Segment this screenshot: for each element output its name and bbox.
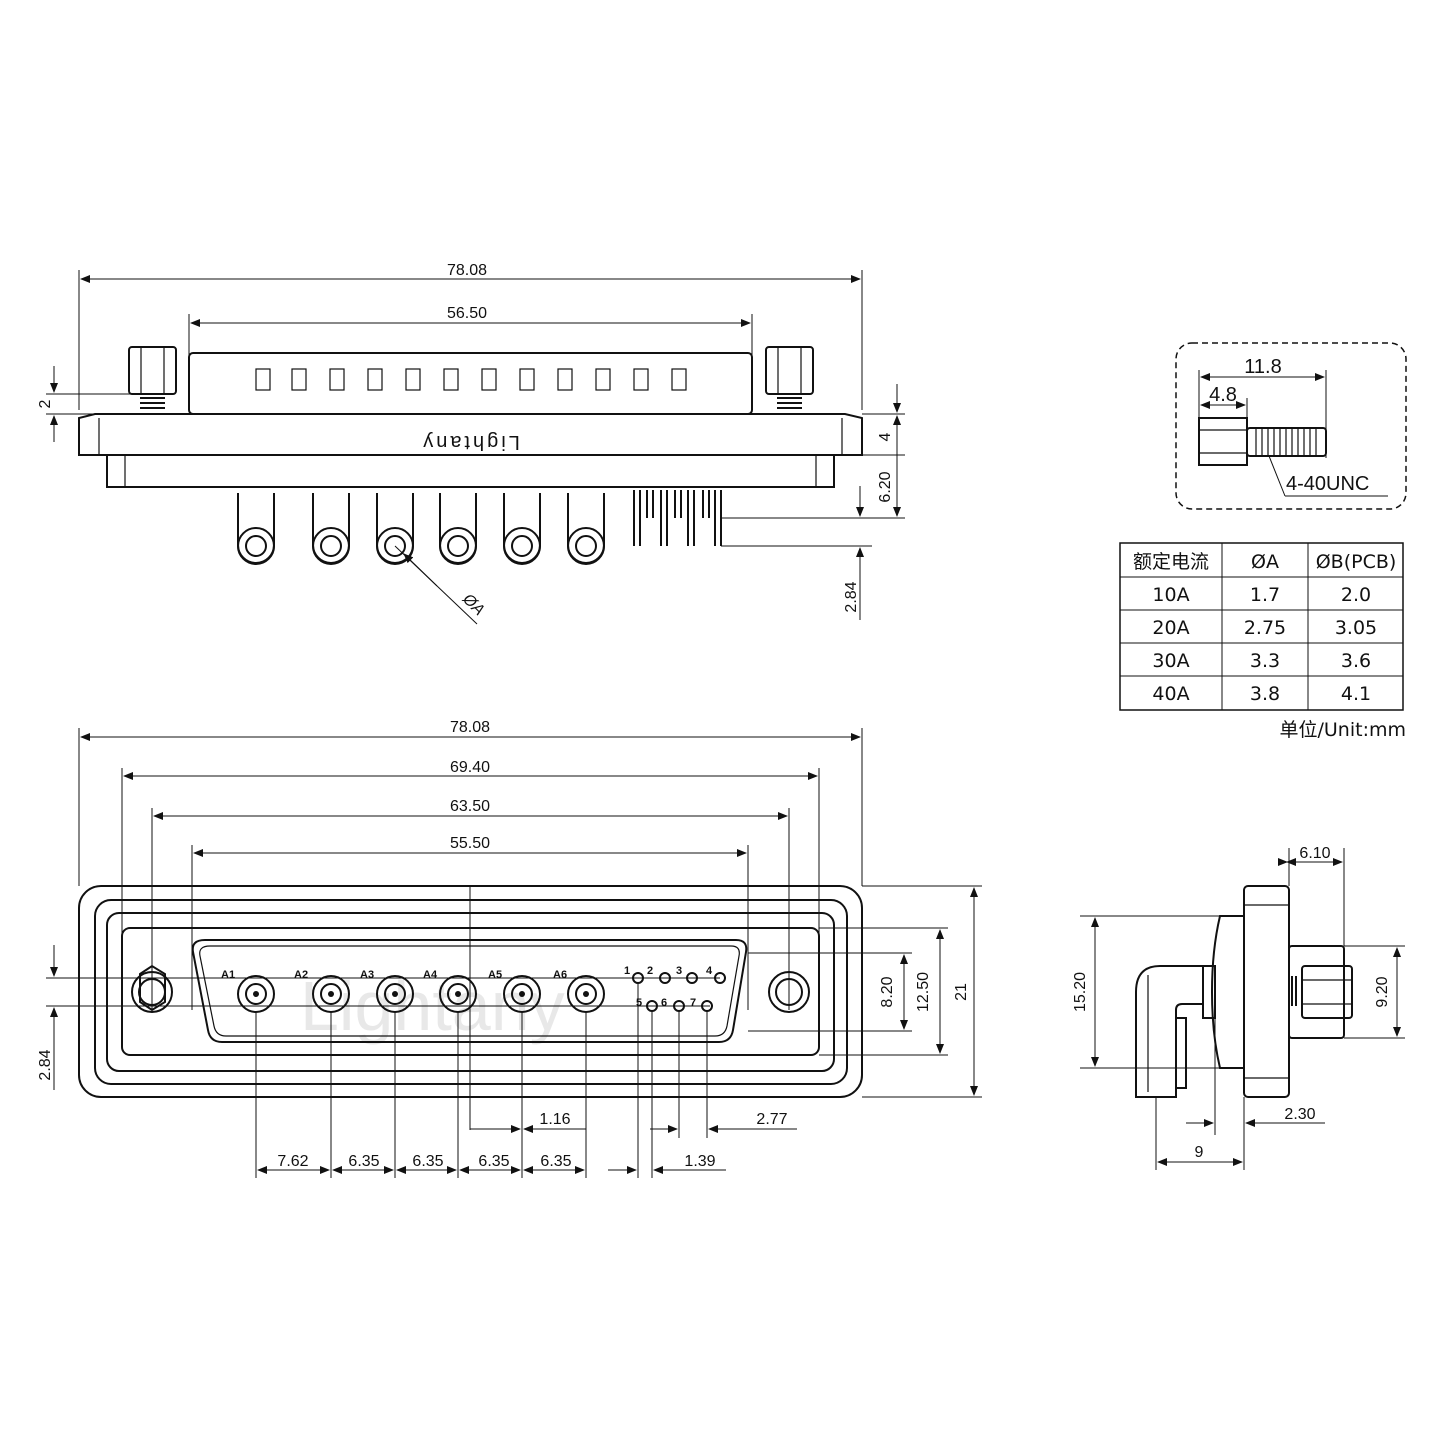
signal-label-4: 4 <box>706 965 713 977</box>
dim-side-610: 6.10 <box>1299 845 1330 862</box>
table-cell: 3.3 <box>1250 650 1280 672</box>
power-label-a1: A1 <box>221 969 235 981</box>
top-signal-pins <box>633 490 722 546</box>
table-cell: 2.75 <box>1244 617 1286 639</box>
dim-side-230: 2.30 <box>1284 1106 1315 1123</box>
dim-side-9: 9 <box>1195 1144 1204 1161</box>
table-cell: 10A <box>1152 584 1189 606</box>
table-cell: 4.1 <box>1341 683 1371 705</box>
top-contact-windows <box>255 368 687 391</box>
dim-front-6350: 63.50 <box>450 798 490 815</box>
dim-front-7808: 78.08 <box>450 719 490 736</box>
top-view: 78.08 56.50 <box>37 262 905 625</box>
signal-label-6: 6 <box>661 997 667 1009</box>
table-cell: 20A <box>1152 617 1189 639</box>
dim-front-284: 2.84 <box>37 1049 54 1080</box>
dim-screw-48: 4.8 <box>1209 384 1237 406</box>
table-cell: 2.0 <box>1341 584 1371 606</box>
dim-front-635-3: 6.35 <box>478 1153 509 1170</box>
signal-label-1: 1 <box>624 965 630 977</box>
dim-front-820: 8.20 <box>879 976 896 1007</box>
table-header-phi-b: ØB(PCB) <box>1316 551 1397 573</box>
dim-front-762: 7.62 <box>277 1153 308 1170</box>
table-header-phi-a: ØA <box>1251 551 1279 573</box>
dim-left-2: 2 <box>37 399 54 408</box>
brand-label: Lightany <box>420 431 520 453</box>
thread-label: 4-40UNC <box>1286 473 1369 495</box>
side-view: 6.10 15.20 9.20 2.30 9 <box>1072 845 1405 1170</box>
dim-top-5650: 56.50 <box>447 305 487 322</box>
dim-front-21: 21 <box>953 983 970 1001</box>
power-label-a4: A4 <box>423 969 438 981</box>
dim-front-277: 2.77 <box>756 1111 787 1128</box>
dim-front-116: 1.16 <box>539 1111 570 1128</box>
table-cell: 30A <box>1152 650 1189 672</box>
power-label-a5: A5 <box>488 969 502 981</box>
dim-right-620: 6.20 <box>877 471 894 502</box>
dim-screw-118: 11.8 <box>1244 356 1281 378</box>
table-cell: 3.8 <box>1250 683 1280 705</box>
table-cell: 3.6 <box>1341 650 1371 672</box>
dim-front-635-4: 6.35 <box>540 1153 571 1170</box>
dim-side-1520: 15.20 <box>1072 972 1089 1012</box>
dim-front-635-2: 6.35 <box>412 1153 443 1170</box>
dim-top-7808: 78.08 <box>447 262 487 279</box>
power-label-a3: A3 <box>360 969 374 981</box>
top-power-pins <box>237 493 605 565</box>
signal-label-5: 5 <box>636 997 642 1009</box>
dim-front-139: 1.39 <box>684 1153 715 1170</box>
dim-front-6940: 69.40 <box>450 759 490 776</box>
table-cell: 3.05 <box>1335 617 1377 639</box>
power-label-a6: A6 <box>553 969 567 981</box>
table-cell: 1.7 <box>1250 584 1280 606</box>
table-header-current: 额定电流 <box>1133 551 1209 573</box>
signal-label-7: 7 <box>690 997 696 1009</box>
dim-right-284: 2.84 <box>843 581 860 612</box>
front-view: Lightany 78.08 69.40 63.50 55.50 <box>37 719 982 1178</box>
power-label-a2: A2 <box>294 969 308 981</box>
dim-side-920: 9.20 <box>1374 976 1391 1007</box>
unit-label: 单位/Unit:mm <box>1280 719 1407 741</box>
dim-front-635-1: 6.35 <box>348 1153 379 1170</box>
dim-right-4: 4 <box>877 432 894 441</box>
dim-phi-a: ØA <box>458 590 487 619</box>
dim-front-1250: 12.50 <box>915 972 932 1012</box>
table-cell: 40A <box>1152 683 1189 705</box>
spec-table: 额定电流 ØA ØB(PCB) 10A 1.7 2.0 20A 2.75 3.0… <box>1119 542 1407 741</box>
signal-label-2: 2 <box>647 965 653 977</box>
screw-detail: 11.8 4.8 4-40UNC <box>1175 342 1407 510</box>
signal-label-3: 3 <box>676 965 682 977</box>
dim-front-5550: 55.50 <box>450 835 490 852</box>
front-signal-contacts <box>632 972 726 1012</box>
